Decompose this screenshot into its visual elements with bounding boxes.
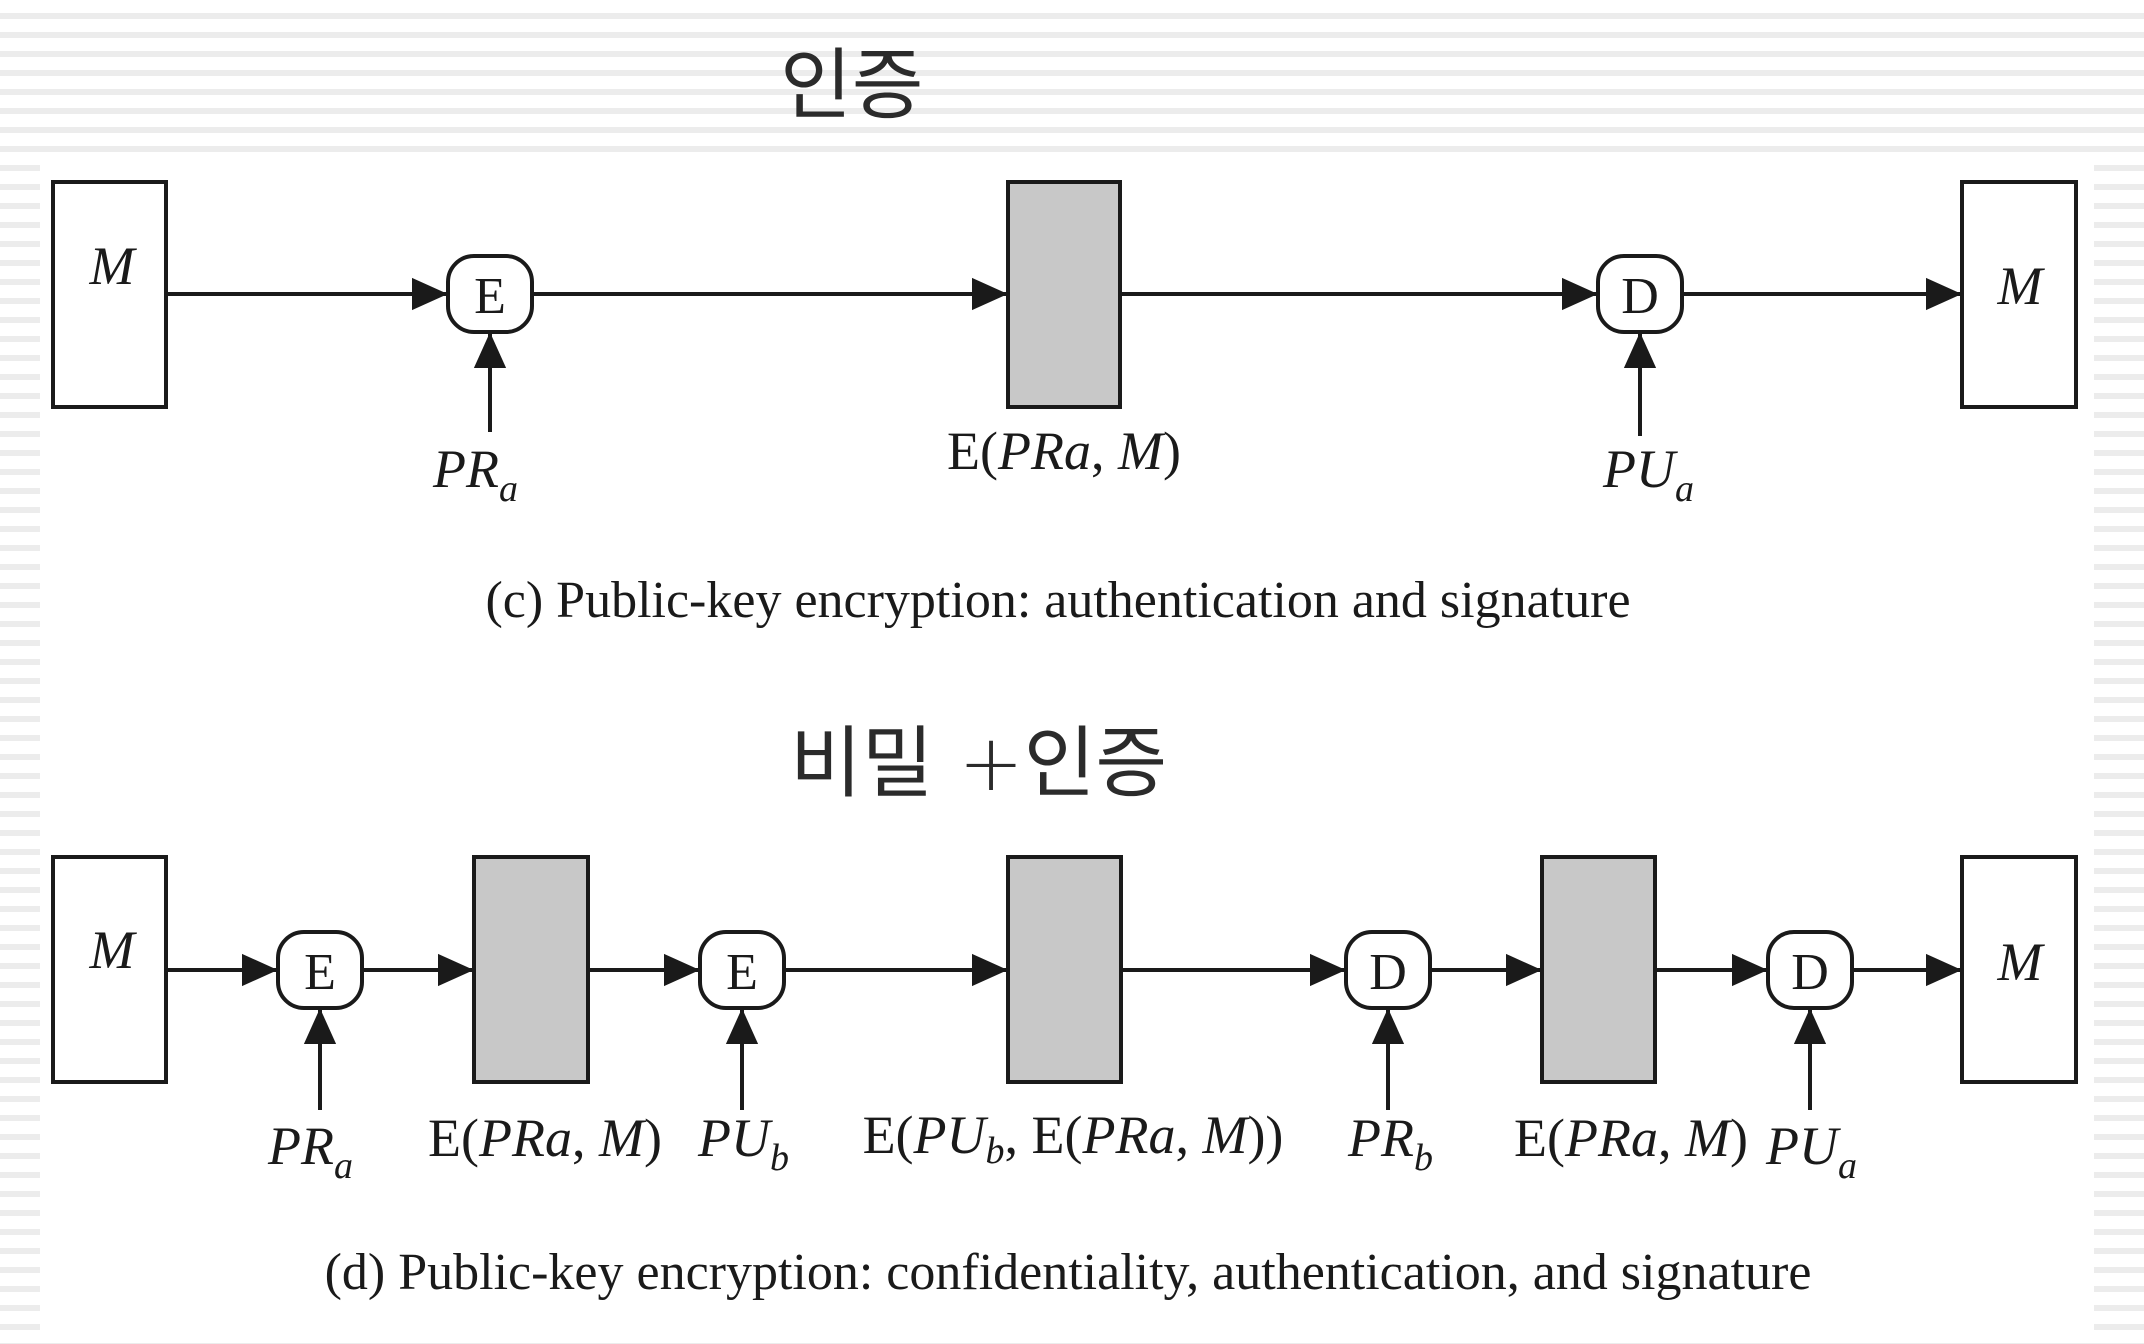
panel-c <box>51 180 2078 436</box>
decrypt-op-label: D <box>1369 944 1407 1001</box>
decrypt-op-label: D <box>1791 944 1829 1001</box>
message-box-in <box>51 855 168 1084</box>
message-box-out <box>1960 180 2078 409</box>
key-label-pua: PUa <box>1602 439 1694 510</box>
message-out-label: M <box>1997 256 2046 316</box>
ciphertext-label: E(PRa, M) <box>947 421 1181 481</box>
encrypt-op-label: E <box>474 268 506 325</box>
ciphertext-block-3 <box>1540 855 1657 1084</box>
handwritten-annotation-c: 인증 <box>780 41 924 131</box>
panel-d <box>51 855 2078 1110</box>
message-out-label: M <box>1997 932 2046 992</box>
encrypt-op-label: E <box>304 944 336 1001</box>
key-label-pub: PUb <box>697 1108 789 1179</box>
panel-c-labels: M E PRa E(PRa, M) D PUa M (c) Public-key… <box>89 236 2046 629</box>
ciphertext-label-2: E(PUb, E(PRa, M)) <box>863 1105 1284 1172</box>
message-box-in <box>51 180 168 409</box>
decrypt-op-label: D <box>1621 268 1659 325</box>
ciphertext-block <box>1006 180 1122 409</box>
ciphertext-block-1 <box>472 855 590 1084</box>
handwritten-annotation-d: 비밀 +인증 <box>790 719 1167 809</box>
message-in-label: M <box>89 920 138 980</box>
ciphertext-label-1: E(PRa, M) <box>428 1108 662 1168</box>
encrypt-op-label: E <box>726 944 758 1001</box>
panel-d-labels: M E PRa E(PRa, M) E PUb E(PUb, E(PRa, M)… <box>89 920 2046 1301</box>
message-in-label: M <box>89 236 138 296</box>
ciphertext-block-2 <box>1006 855 1123 1084</box>
key-label-pra: PRa <box>432 439 518 510</box>
key-label-pra: PRa <box>267 1116 353 1187</box>
caption-c: (c) Public-key encryption: authenticatio… <box>485 572 1630 629</box>
key-label-prb: PRb <box>1347 1108 1433 1179</box>
caption-d: (d) Public-key encryption: confidentiali… <box>325 1244 1812 1301</box>
ciphertext-label-3: E(PRa, M) <box>1514 1108 1748 1168</box>
message-box-out <box>1960 855 2078 1084</box>
key-label-pua: PUa <box>1765 1116 1857 1187</box>
